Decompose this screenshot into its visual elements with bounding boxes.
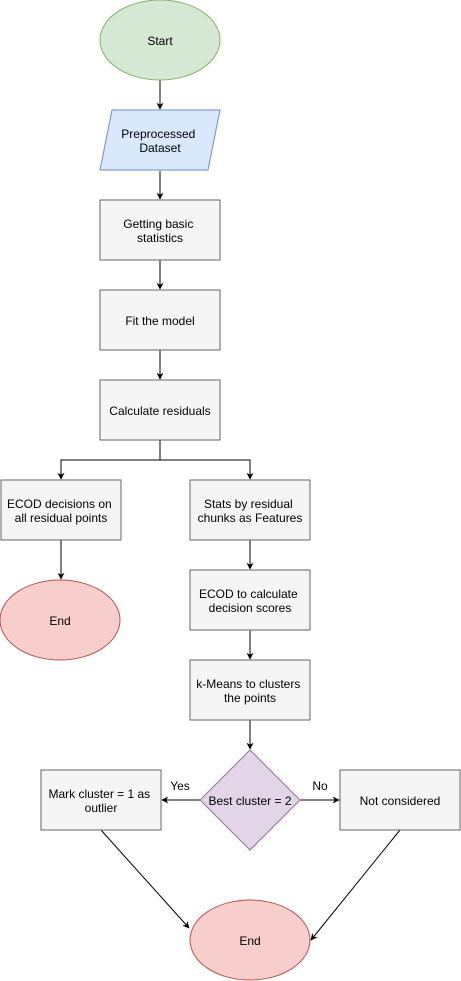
- end-bottom-label: End: [239, 934, 260, 948]
- kmeans-node: k-Means to clusters the points: [189, 659, 311, 721]
- basic-statistics-label: Getting basic statistics: [123, 217, 196, 245]
- ecod-decisions-node: ECOD decisions on all residual points: [0, 479, 122, 541]
- calculate-residuals-label: Calculate residuals: [109, 404, 210, 418]
- not-considered-label: Not considered: [360, 794, 441, 808]
- end-bottom-node: End: [189, 899, 311, 981]
- kmeans-label: k-Means to clusters the points: [196, 677, 303, 705]
- edge-not-considered-to-end: [310, 829, 401, 941]
- basic-statistics-node: Getting basic statistics: [99, 199, 221, 261]
- edge-residuals-to-stats-chunks: [160, 459, 254, 480]
- mark-cluster-node: Mark cluster = 1 as outlier: [40, 769, 162, 831]
- preprocessed-label: Preprocessed Dataset: [121, 127, 198, 155]
- fit-model-label: Fit the model: [125, 314, 194, 328]
- not-considered-node: Not considered: [339, 769, 461, 831]
- mark-cluster-label: Mark cluster = 1 as outlier: [48, 787, 153, 815]
- edges: [57, 80, 401, 941]
- ecod-decisions-label: ECOD decisions on all residual points: [7, 497, 115, 525]
- end-left-node: End: [0, 579, 121, 661]
- stats-chunks-label: Stats by residual chunks as Features: [198, 497, 303, 525]
- no-label: No: [312, 779, 328, 793]
- yes-label: Yes: [170, 779, 190, 793]
- edge-mark-cluster-to-end: [100, 829, 190, 929]
- calculate-residuals-node: Calculate residuals: [99, 379, 221, 441]
- stats-chunks-node: Stats by residual chunks as Features: [189, 479, 311, 541]
- end-left-label: End: [49, 614, 70, 628]
- start-node: Start: [99, 0, 221, 81]
- best-cluster-label: Best cluster = 2: [208, 794, 291, 808]
- preprocessed-dataset-node: Preprocessed Dataset: [99, 109, 221, 171]
- start-label: Start: [147, 34, 173, 48]
- edge-residuals-to-ecod-decisions: [57, 440, 161, 480]
- ecod-scores-label: ECOD to calculate decision scores: [199, 587, 301, 615]
- ecod-scores-node: ECOD to calculate decision scores: [189, 569, 311, 631]
- best-cluster-decision-node: Best cluster = 2: [199, 749, 301, 851]
- fit-model-node: Fit the model: [99, 289, 221, 351]
